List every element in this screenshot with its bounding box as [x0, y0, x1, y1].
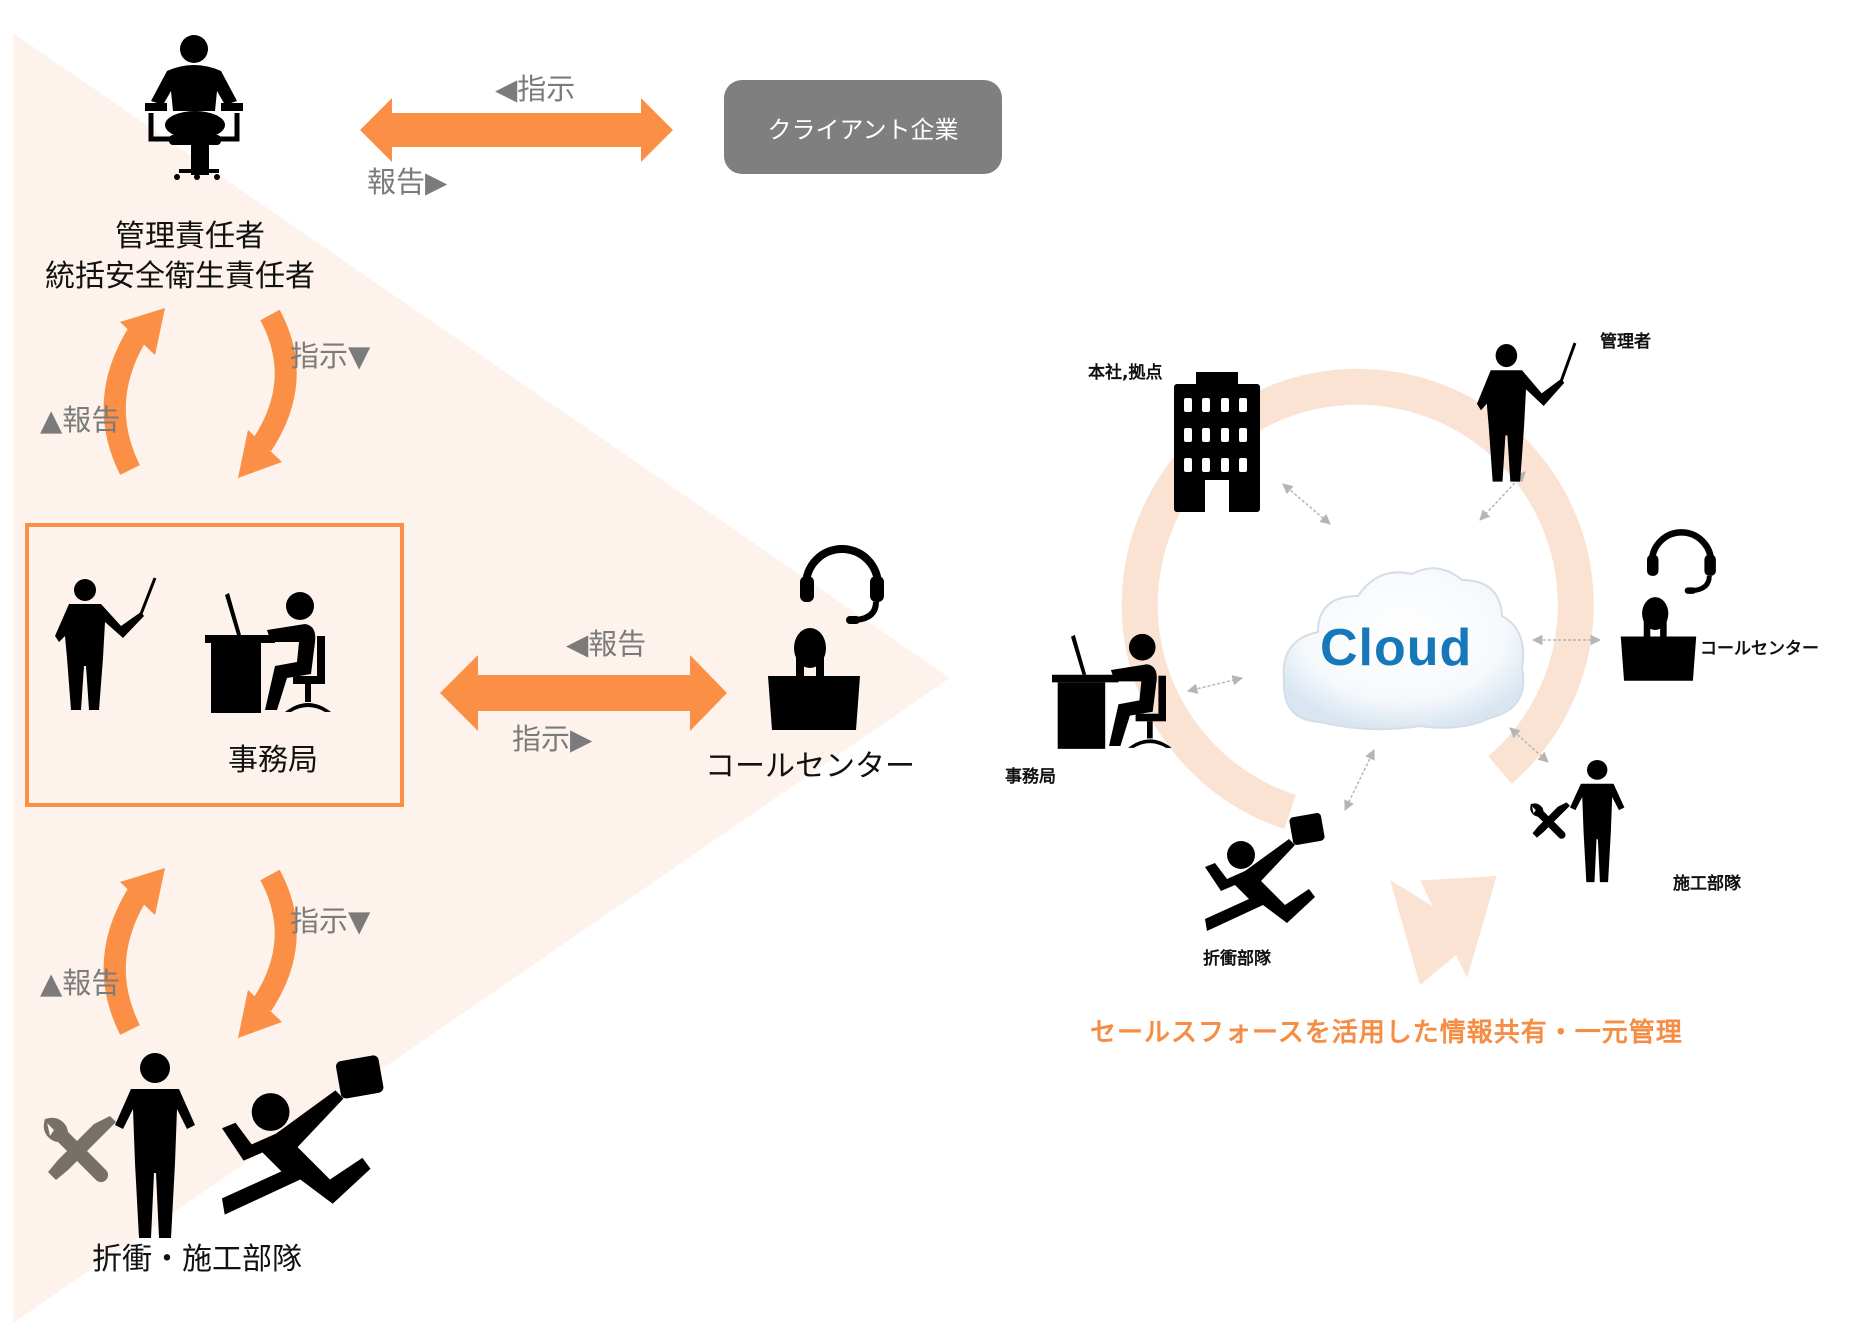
node-label-manager: 管理者 [1600, 332, 1651, 352]
cloud-icon [1282, 567, 1525, 731]
cloud-label: Cloud [1320, 619, 1473, 677]
callcenter-report-label: ◀報告 [566, 627, 647, 661]
lower-instruction-label: 指示▼ [290, 904, 371, 938]
construction-worker-icon [1570, 760, 1625, 883]
client-company-label: クライアント企業 [767, 115, 959, 144]
seated-person-icon [145, 35, 243, 180]
lower-report-arrow [103, 868, 165, 1035]
node-label-construction: 施工部隊 [1673, 874, 1741, 894]
office-group-box [25, 523, 404, 807]
negotiation-runner-icon [1205, 812, 1326, 931]
connector-office [1186, 675, 1244, 694]
upper-report-label: ▲報告 [40, 403, 121, 437]
office-desk-worker-icon-right [1052, 633, 1172, 749]
diagram-caption: セールスフォースを活用した情報共有・一元管理 [1090, 1018, 1683, 1048]
top-role-title-line1: 管理責任者 [115, 219, 265, 254]
callcenter-double-arrow [440, 655, 727, 731]
lower-instruction-arrow [238, 869, 297, 1038]
node-label-callcenter: コールセンター [1700, 639, 1819, 659]
connector-hq [1282, 483, 1331, 525]
client-company-box: クライアント企業 [724, 80, 1002, 174]
client-report-label: 報告▶ [367, 165, 448, 199]
node-label-office: 事務局 [1005, 767, 1056, 787]
connector-negotiation [1344, 749, 1375, 811]
node-label-negotiation: 折衝部隊 [1203, 949, 1271, 969]
client-instruction-label: ◀指示 [495, 72, 576, 106]
node-label-hq: 本社,拠点 [1088, 363, 1163, 383]
callcenter-label: コールセンター [705, 749, 915, 784]
callcenter-instruction-label: 指示▶ [512, 722, 593, 756]
building-icon [1174, 372, 1260, 512]
construction-tools-icon [1530, 802, 1570, 839]
upper-instruction-label: 指示▼ [290, 339, 371, 373]
top-role-title-line2: 統括安全衛生責任者 [45, 259, 315, 294]
lower-report-label: ▲報告 [40, 966, 121, 1000]
upper-report-arrow [103, 308, 165, 475]
connector-construction [1509, 727, 1549, 763]
client-double-arrow [360, 98, 673, 162]
upper-instruction-arrow [238, 309, 297, 478]
field-team-label: 折衝・施工部隊 [92, 1242, 302, 1277]
cycle-ring [1121, 368, 1594, 985]
office-label: 事務局 [228, 743, 318, 778]
